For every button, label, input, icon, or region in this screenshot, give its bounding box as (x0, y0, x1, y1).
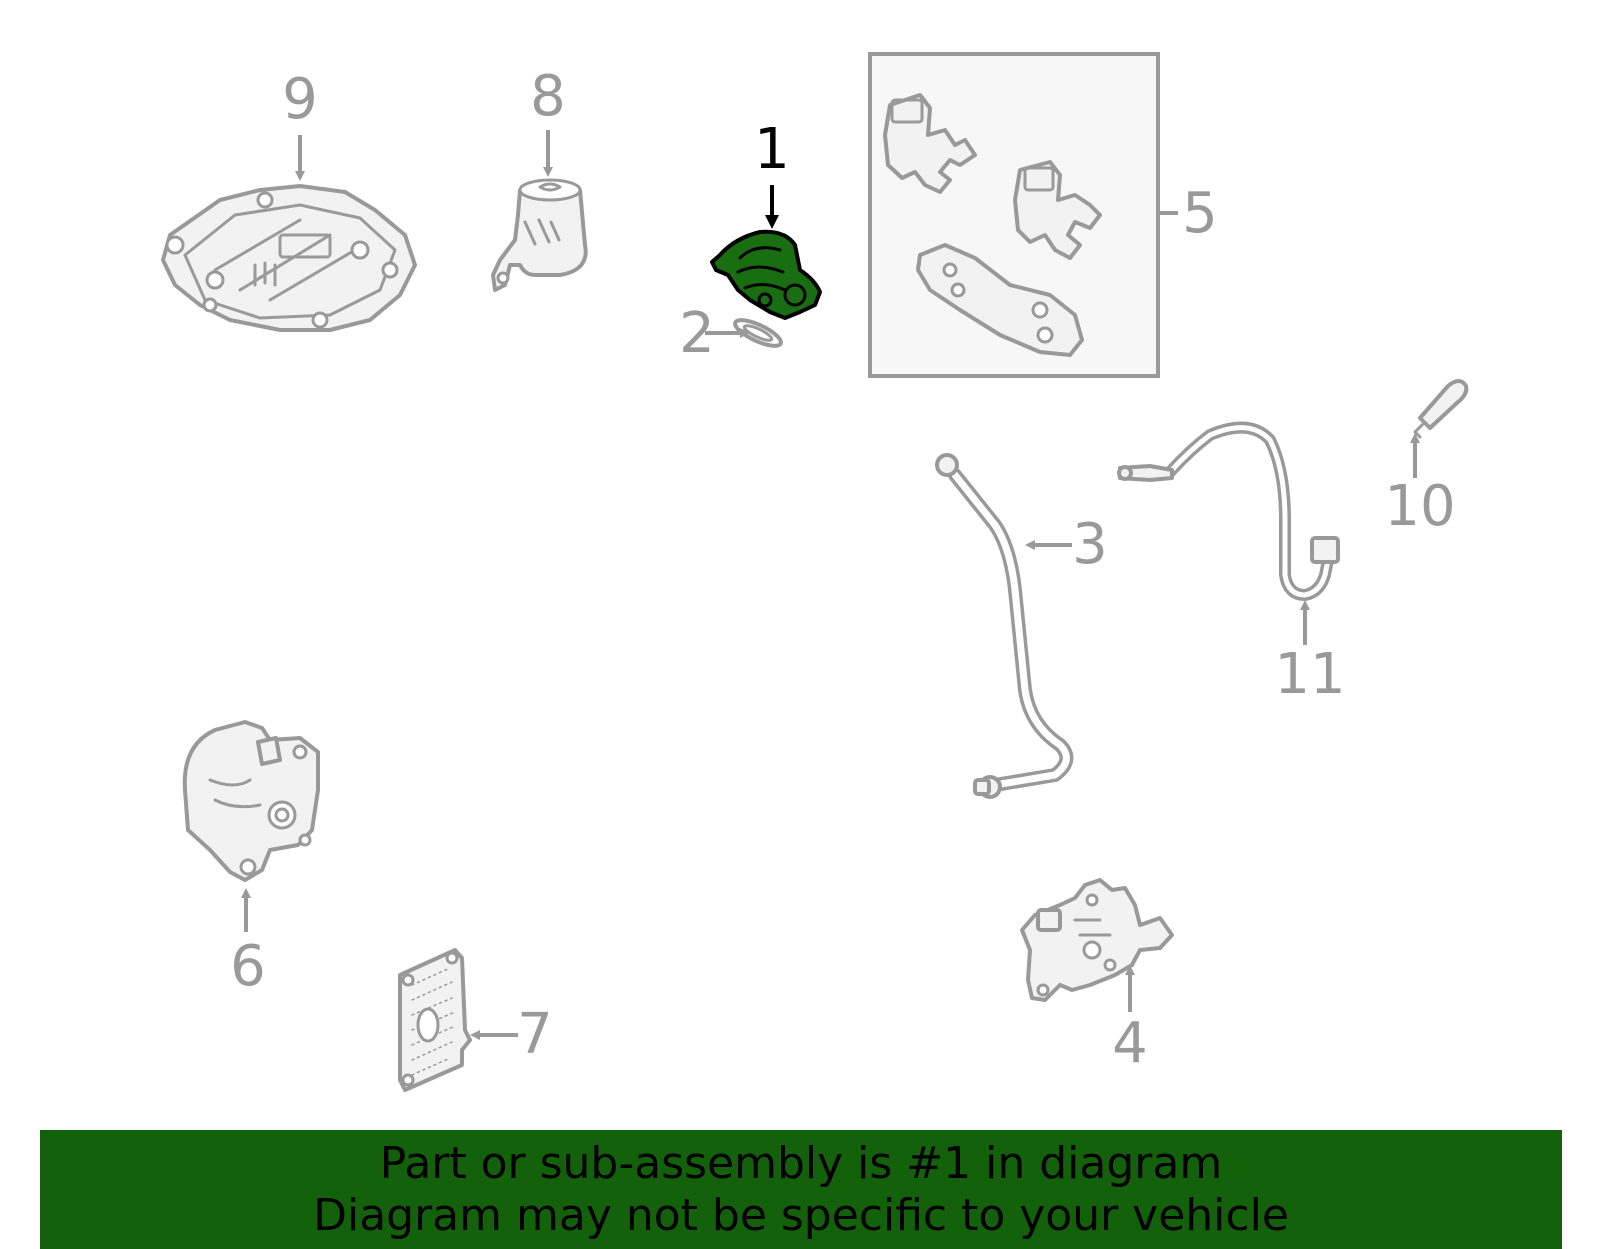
part-10-sensor[interactable] (1413, 379, 1469, 439)
callout-11: 11 (1274, 642, 1345, 707)
part-2-gasket[interactable] (732, 315, 784, 351)
callout-2: 2 (679, 301, 715, 366)
banner-line-2: Diagram may not be specific to your vehi… (313, 1190, 1289, 1241)
part-8-housing[interactable] (491, 178, 588, 292)
callout-3: 3 (1072, 512, 1108, 577)
callout-7: 7 (517, 1002, 553, 1067)
callout-6: 6 (230, 934, 266, 999)
callout-labels: 9 8 1 2 5 3 10 11 6 7 4 (230, 64, 1455, 1076)
banner-line-1: Part or sub-assembly is #1 in diagram (379, 1138, 1223, 1189)
part-6-pump[interactable] (182, 720, 320, 882)
callout-8: 8 (530, 64, 566, 129)
part-11-sensor-cable[interactable] (1117, 421, 1340, 601)
part-4-valve-body[interactable] (1020, 878, 1174, 1002)
callout-10: 10 (1384, 474, 1455, 539)
part-7-filter-plate[interactable] (398, 948, 472, 1092)
part-5-sub-assembly[interactable] (868, 52, 1160, 378)
part-3-pipe[interactable] (935, 453, 1074, 799)
part-1-valve-assembly[interactable] (710, 229, 822, 320)
callout-1: 1 (754, 117, 790, 182)
part-9-cover-plate[interactable] (161, 184, 417, 332)
info-banner: Part or sub-assembly is #1 in diagram Di… (40, 1130, 1562, 1249)
callout-5: 5 (1182, 181, 1218, 246)
callout-arrows (241, 130, 1420, 1040)
callout-4: 4 (1112, 1011, 1148, 1076)
callout-9: 9 (282, 67, 318, 132)
